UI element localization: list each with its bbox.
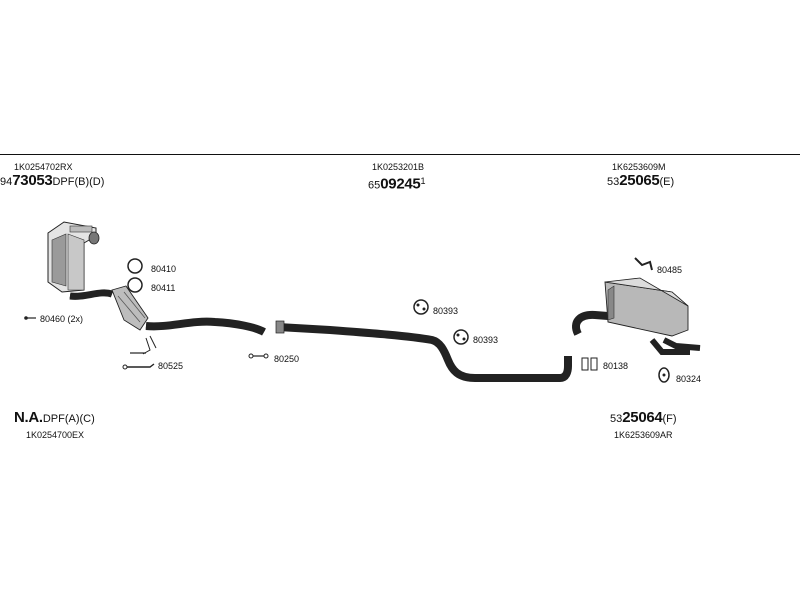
clamp-icon [581, 357, 598, 371]
callout-80324: 80324 [676, 374, 702, 384]
small-parts [24, 257, 670, 383]
rear-alt-assembly-code: 5325064(F) [610, 409, 677, 426]
header-divider [0, 154, 800, 155]
callout-80250: 80250 [274, 354, 300, 364]
middle-assembly-code: 65092451 [368, 175, 426, 193]
callout-80138: 80138 [603, 361, 629, 371]
front-alt-assembly-code: N.A.DPF(A)(C) [14, 409, 95, 426]
callout-80460: 80460 (2x) [40, 314, 84, 324]
middle-part-number: 1K0253201B [372, 162, 425, 172]
rear-assembly-code: 5325065(E) [607, 172, 675, 189]
gasket-ring-icon [127, 277, 143, 293]
clamp-icon [248, 353, 269, 359]
rear-silencer-drawing [572, 277, 701, 355]
dpf-unit-drawing [47, 221, 100, 296]
callout-80410: 80410 [151, 264, 177, 274]
callout-80525: 80525 [158, 361, 184, 371]
front-pipe-drawing [69, 285, 266, 355]
rubber-mount-icon [413, 299, 429, 315]
rear-part-number: 1K6253609M [612, 162, 666, 172]
callout-80393-top: 80393 [433, 306, 459, 316]
front-alt-part-number: 1K0254700EX [26, 430, 85, 440]
rubber-mount-icon [658, 367, 670, 383]
callout-80411: 80411 [151, 283, 176, 293]
front-assembly-code: 9473053DPF(B)(D) [0, 172, 105, 189]
hanger-icon [634, 257, 653, 271]
bracket-icon [122, 352, 155, 370]
rubber-mount-icon [453, 329, 469, 345]
gasket-ring-icon [127, 258, 143, 274]
middle-pipe-drawing [275, 320, 572, 382]
callout-80393-bottom: 80393 [473, 335, 499, 345]
rear-alt-part-number: 1K6253609AR [614, 430, 673, 440]
callout-80485: 80485 [657, 265, 683, 275]
front-part-number: 1K0254702RX [14, 162, 73, 172]
